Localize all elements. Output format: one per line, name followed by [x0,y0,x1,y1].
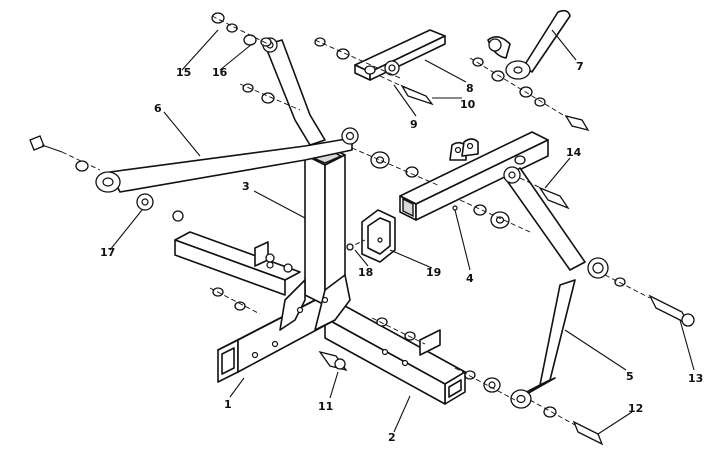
callout-10: 10 [460,98,476,111]
hardware-fasteners [29,12,695,446]
callout-19: 19 [426,266,441,279]
callout-16: 16 [212,66,228,79]
callout-2: 2 [388,431,396,444]
part-upper-arm [95,127,359,193]
callout-18: 18 [358,266,373,279]
part-handle-lever [487,9,571,80]
callout-17: 17 [100,246,115,259]
part-right-swing-link [503,166,609,409]
callout-1: 1 [224,398,232,411]
callout-labels: 1 2 3 4 5 6 7 8 9 10 11 12 13 14 15 16 1… [100,60,703,444]
callout-15: 15 [176,66,191,79]
callout-14: 14 [566,146,582,159]
part-vertical-mast [279,144,351,331]
callout-6: 6 [154,102,162,115]
callout-4: 4 [466,272,474,285]
part-bottom-cross-tube [324,305,466,405]
part-rear-lower-tube [174,231,301,296]
part-u-bracket [361,209,396,263]
callout-8: 8 [466,82,474,95]
leader-lines [109,29,695,435]
callout-12: 12 [628,402,643,415]
part-upper-link-arm [262,37,326,146]
callout-5: 5 [626,370,634,383]
callout-7: 7 [576,60,584,73]
part-bottom-frame-tube [217,289,336,383]
callout-9: 9 [410,118,418,131]
callout-11: 11 [318,400,333,413]
callout-13: 13 [688,372,703,385]
callout-3: 3 [242,180,250,193]
